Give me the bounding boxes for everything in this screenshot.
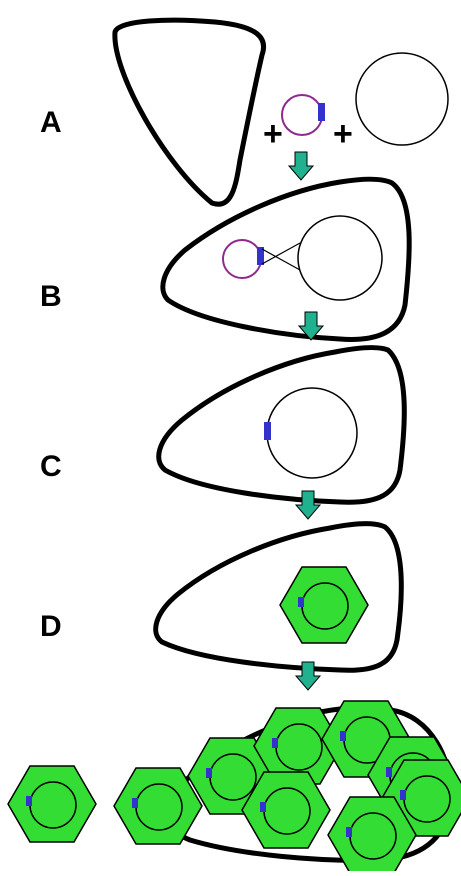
chromosome-c (266, 387, 358, 479)
cell-a (112, 17, 266, 207)
insert-mark-b (257, 247, 264, 265)
phage-free (7, 765, 97, 843)
plus-sign-2: + (333, 115, 353, 153)
insert-mark-c (264, 422, 271, 440)
step-label-a: A (40, 106, 62, 139)
arrow-c-d (295, 490, 321, 520)
recombination-line-2 (261, 242, 301, 265)
cell-d (153, 521, 404, 673)
phage-in-cell-d (279, 566, 369, 644)
chromosome-a (355, 52, 449, 146)
chromosome-b (297, 215, 383, 301)
insert-mark-a (318, 103, 325, 121)
step-label-b: B (40, 280, 62, 313)
step-label-c: C (40, 450, 62, 483)
cell-c (156, 345, 407, 505)
step-label-d: D (40, 610, 62, 643)
cell-b (160, 176, 412, 342)
plasmid-b (222, 239, 262, 279)
plasmid-a (281, 94, 323, 136)
recombination-line-1 (261, 248, 301, 271)
plus-sign-1: + (263, 115, 283, 153)
arrow-a-b (288, 151, 314, 181)
